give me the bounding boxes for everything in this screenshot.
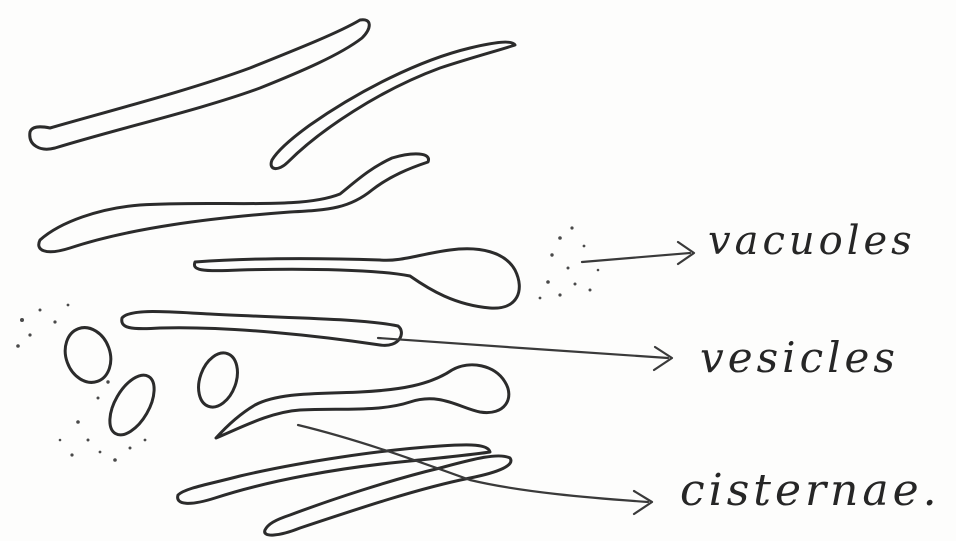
cisterna-7 [265, 456, 511, 535]
label-vacuoles: vacuoles [708, 218, 916, 264]
arrow-vesicles [378, 338, 672, 370]
cisterna-3 [39, 154, 429, 252]
vesicle-2 [101, 368, 163, 442]
label-cisternae: cisternae. [680, 465, 941, 516]
cisterna-4 [122, 312, 402, 346]
cisterna-2 [271, 42, 515, 168]
cisterna-vacuole-end [194, 249, 519, 308]
cisterna-5 [216, 365, 509, 438]
vesicle-3 [192, 348, 245, 413]
vesicle-1 [58, 321, 118, 389]
label-vesicles: vesicles [700, 333, 899, 382]
cisterna-1 [30, 20, 369, 149]
cisterna-6 [178, 445, 490, 503]
arrow-cisternae [298, 425, 652, 514]
arrow-vacuoles [582, 242, 694, 264]
